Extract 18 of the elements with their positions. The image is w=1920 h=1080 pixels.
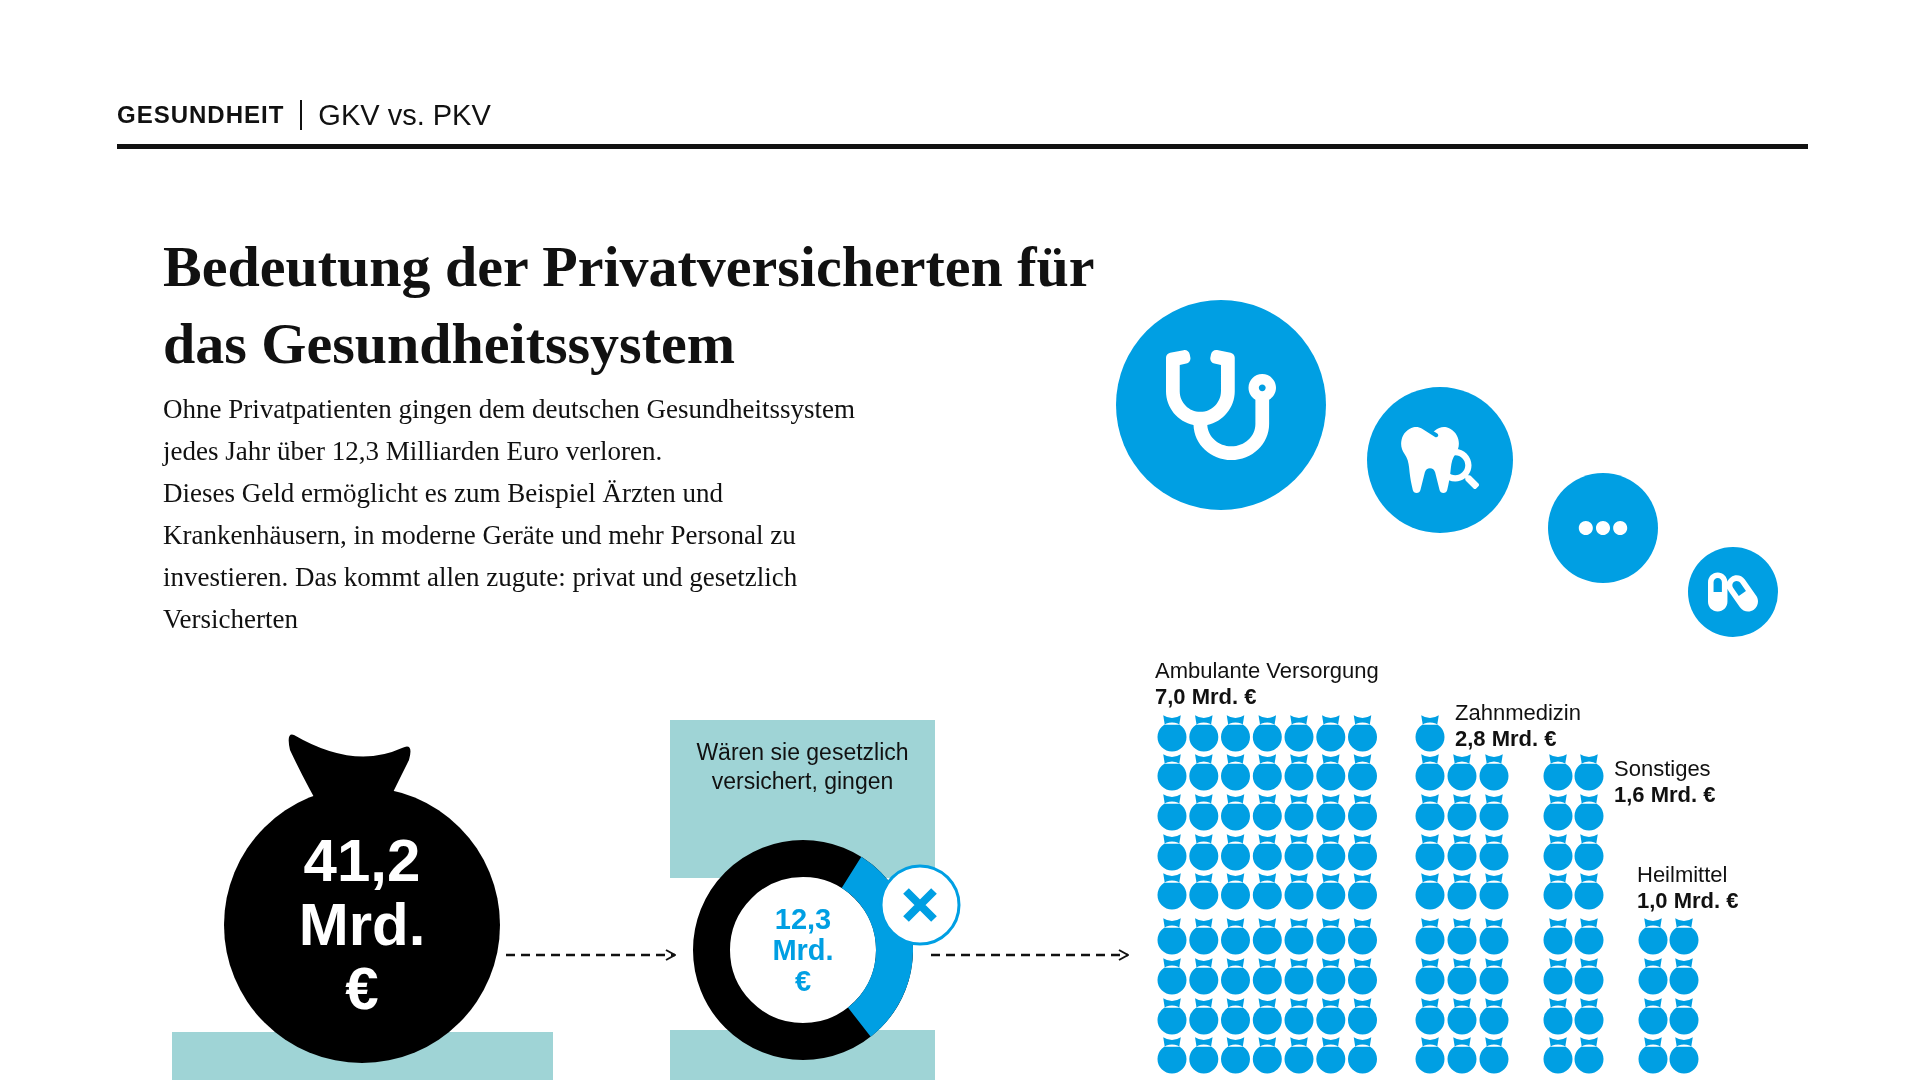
- amount-label: 1,6 Mrd. €: [1614, 782, 1716, 808]
- dashed-arrow: [506, 949, 676, 961]
- category-label: Sonstiges: [1614, 756, 1711, 782]
- amount-label: 1,0 Mrd. €: [1637, 888, 1739, 914]
- category-label: Ambulante Versorgung: [1155, 658, 1379, 684]
- dashed-arrow: [931, 949, 1129, 961]
- title: Bedeutung der Privatversicherten für das Gesundheitssystem: [163, 233, 1095, 378]
- topic-label: GKV vs. PKV: [317, 100, 491, 130]
- amount-text: 41,2 Mrd. €: [297, 829, 427, 1021]
- section-label: GESUNDHEIT: [117, 100, 303, 130]
- category-label: Heilmittel: [1637, 862, 1728, 888]
- amount-label: 2,8 Mrd. €: [1455, 726, 1557, 752]
- body-paragraph: Dieses Geld ermöglicht es zum Beispiel Ärzten und Krankenhäusern, in moderne Geräte und mehr Personal zu investieren. Das kommt allen zugute: privat und gesetzlich Versicherten: [163, 477, 799, 636]
- amount-text: 12,3 Mrd. €: [771, 903, 835, 997]
- category-label: Zahnmedizin: [1455, 700, 1581, 726]
- panel-text: Wären sie gesetzlich versichert, gingen: [695, 738, 910, 796]
- amount-label: 7,0 Mrd. €: [1155, 684, 1257, 710]
- intro-paragraph: Ohne Privatpatienten gingen dem deutschen Gesundheitssystem jedes Jahr über 12,3 Milliarden Euro verloren.: [163, 393, 857, 468]
